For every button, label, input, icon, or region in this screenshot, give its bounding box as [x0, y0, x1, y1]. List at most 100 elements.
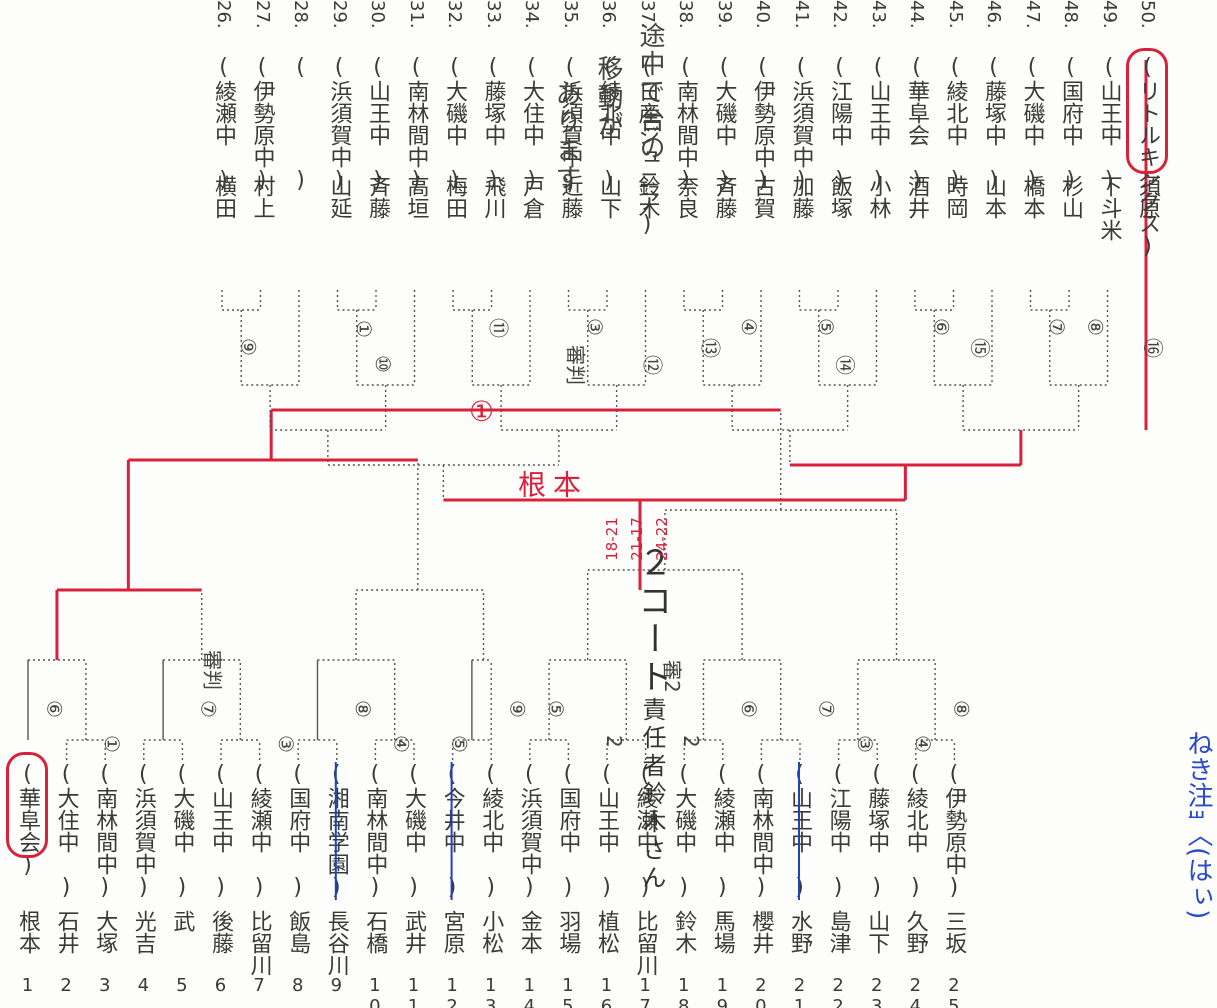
school-name: (南林間中)	[673, 55, 698, 193]
player-number: 45.	[944, 0, 966, 29]
match-number-label: ⑮	[968, 338, 992, 358]
match-number-label: ⑧	[949, 700, 973, 718]
player-number: 24.	[904, 975, 926, 1008]
player-name: 比留川	[246, 910, 272, 976]
player-name: 杉山	[1058, 175, 1083, 219]
player-number: 12.	[441, 975, 463, 1008]
school-name: (浜須賀中)	[130, 762, 156, 900]
player-name: 下斗米	[1096, 175, 1122, 241]
player-name: 梅田	[442, 175, 467, 219]
player-name: 奈良	[673, 175, 698, 219]
school-name: (国府中 )	[1058, 55, 1083, 193]
player-number: 41.	[790, 0, 812, 29]
school-name: (大磯中 )	[442, 55, 467, 193]
player-number: 14.	[518, 975, 540, 1008]
match-number-label: ⑦	[814, 700, 838, 718]
match-number-label: 2	[679, 735, 703, 748]
player-name: 斉藤	[365, 175, 390, 219]
player-name: 飯島	[285, 910, 311, 954]
player-number: 7.	[248, 975, 270, 1008]
player-name: 飯塚	[827, 175, 852, 219]
final-winner-name-2: 本	[549, 470, 582, 498]
player-name: 山本	[981, 175, 1006, 219]
match-number-label: ⑤	[544, 700, 568, 718]
final-score-1: 18-21	[602, 517, 621, 561]
player-name: 根本	[15, 910, 40, 954]
judge-label: 審2	[660, 660, 684, 693]
school-name: (大住中 )	[519, 55, 544, 193]
match-number-label: ⑫	[641, 355, 665, 375]
player-number: 21.	[789, 975, 810, 1008]
match-number-label: ③	[274, 735, 298, 753]
school-name: (綾北中 )	[478, 762, 504, 900]
school-name: (浜須賀中)	[788, 55, 814, 193]
player-number: 39.	[713, 0, 735, 29]
player-name: 山下	[596, 175, 621, 219]
player-number: 46.	[983, 0, 1004, 29]
player-number: 47.	[1021, 0, 1043, 29]
school-name: (今井中 )	[439, 762, 465, 900]
school-name: (山王中 )	[594, 762, 619, 900]
school-name: (綾北中 )	[596, 55, 621, 193]
player-name: 時岡	[942, 175, 968, 219]
player-name: 鈴木	[671, 910, 697, 954]
player-name: 久野	[902, 910, 928, 954]
match-number-label: ③	[583, 318, 607, 336]
player-number: 9.	[325, 975, 347, 1008]
match-number-label: ⑥	[929, 318, 953, 336]
player-name: 大塚	[92, 910, 118, 954]
player-name: 長谷川	[323, 910, 349, 976]
school-name: (浜須賀中)	[516, 762, 542, 900]
player-name: 石橋	[362, 910, 388, 954]
school-name: (藤塚中 )	[480, 55, 506, 193]
school-name: (大磯中 )	[401, 762, 426, 900]
player-name: 光吉	[130, 910, 156, 954]
handwritten-hint: ねき注ｮ〈(はぃ)	[1183, 730, 1213, 920]
player-number: 40.	[752, 0, 773, 29]
final-score-2: 21-17	[627, 517, 646, 561]
judge-label: 審判	[564, 345, 588, 385]
school-name: (山王中 )	[1096, 55, 1122, 193]
player-number: 17.	[634, 975, 656, 1008]
player-name: 近藤	[557, 175, 583, 219]
player-name: 後藤	[208, 910, 233, 954]
player-name: 小林	[865, 175, 891, 219]
match-number-label: ⑦	[1045, 318, 1069, 336]
player-name: 櫻井	[748, 910, 774, 954]
player-number: 42.	[829, 0, 850, 29]
player-name: 宮原	[439, 910, 465, 954]
school-name: (山王中 )	[865, 55, 891, 193]
school-name: (伊勢原中)	[249, 55, 275, 193]
court-manager: 責任者鈴木さん	[638, 697, 666, 893]
player-number: 1.	[17, 975, 38, 1008]
player-number: 5.	[171, 975, 193, 1008]
judge-label: 審判	[201, 650, 225, 690]
winner-highlight-ring	[1126, 48, 1168, 174]
school-name: (山王中 )	[787, 762, 812, 900]
match-number-label: ⑨	[236, 338, 260, 356]
school-name: (藤塚中 )	[981, 55, 1006, 193]
school-name: ( )	[288, 55, 313, 193]
player-number: 27.	[251, 0, 273, 29]
school-name: (華阜会)	[15, 762, 40, 878]
school-name: (大磯中 )	[169, 762, 195, 900]
school-name: (伊勢原中)	[750, 55, 775, 193]
player-number: 32.	[444, 0, 465, 29]
player-name: 石井	[53, 910, 79, 954]
winner-highlight-ring	[6, 752, 48, 858]
school-name: (山王中 )	[365, 55, 390, 193]
player-name: 羽場	[555, 910, 581, 954]
player-name: 小松	[478, 910, 504, 954]
player-number: 31.	[405, 0, 427, 29]
player-number: 4.	[132, 975, 154, 1008]
player-name: 三坂	[941, 910, 967, 954]
school-name: (湘南学園)	[323, 762, 349, 900]
final-score-3: 24-22	[652, 517, 671, 561]
final-winner-name-1: 根	[514, 470, 547, 498]
match-number-label: ①	[100, 735, 124, 753]
player-name: 酒井	[904, 175, 929, 219]
player-name: 横田	[211, 175, 236, 219]
player-number: 48.	[1060, 0, 1081, 29]
match-number-label: ⑦	[197, 700, 221, 718]
